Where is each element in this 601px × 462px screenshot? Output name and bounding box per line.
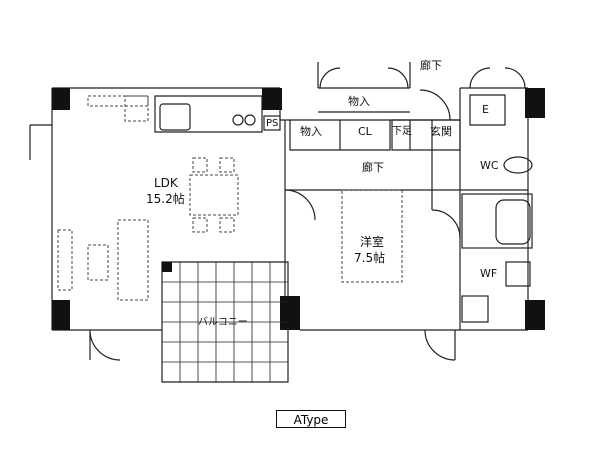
stove-1 <box>232 114 244 126</box>
door-left <box>29 124 52 160</box>
wash-basin <box>505 261 531 287</box>
wash-label: WF <box>480 267 498 280</box>
door-bottom-right <box>424 329 456 361</box>
washer <box>461 295 489 323</box>
western-room-name: 洋室 <box>360 235 385 249</box>
entrance-label: 玄関 <box>430 125 452 138</box>
toilet <box>503 156 533 174</box>
bath-area <box>461 193 533 249</box>
inner-wall <box>284 120 528 330</box>
storage-mid-label: 物入 <box>300 125 322 138</box>
entrance-outline <box>391 119 461 151</box>
ps-label: PS <box>266 118 279 129</box>
structural-columns <box>52 88 545 330</box>
bathtub <box>495 199 531 245</box>
door-entrance <box>419 89 451 121</box>
sink <box>159 103 191 131</box>
door-wf <box>431 209 461 239</box>
shoe-box-label: 下足 <box>392 126 412 137</box>
e-box-label: E <box>482 103 489 116</box>
storage-mid-outline <box>289 120 391 151</box>
type-label: AType <box>276 410 346 428</box>
door-bottom-left <box>89 329 121 361</box>
ldk-size: 15.2帖 <box>146 192 185 206</box>
e-box-outline <box>469 94 506 126</box>
door-top-1 <box>319 67 409 89</box>
western-room-size: 7.5帖 <box>354 251 386 265</box>
storage-top-label: 物入 <box>348 95 370 108</box>
corridor-outer-label: 廊下 <box>420 59 442 72</box>
wc-label: WC <box>480 159 499 172</box>
closet-label: CL <box>358 125 372 138</box>
furniture-dashed <box>57 95 403 301</box>
ldk-name: LDK <box>154 176 178 190</box>
balcony-label: バルコニー <box>198 317 248 328</box>
door-ldk <box>284 189 316 221</box>
balcony-grid <box>162 262 288 382</box>
storage-top-outline <box>317 62 411 113</box>
corridor-inner-label: 廊下 <box>362 161 384 174</box>
kitchen-counter <box>154 95 263 133</box>
door-top-2 <box>469 67 526 89</box>
ps-box <box>263 115 281 131</box>
stove-2 <box>244 114 256 126</box>
